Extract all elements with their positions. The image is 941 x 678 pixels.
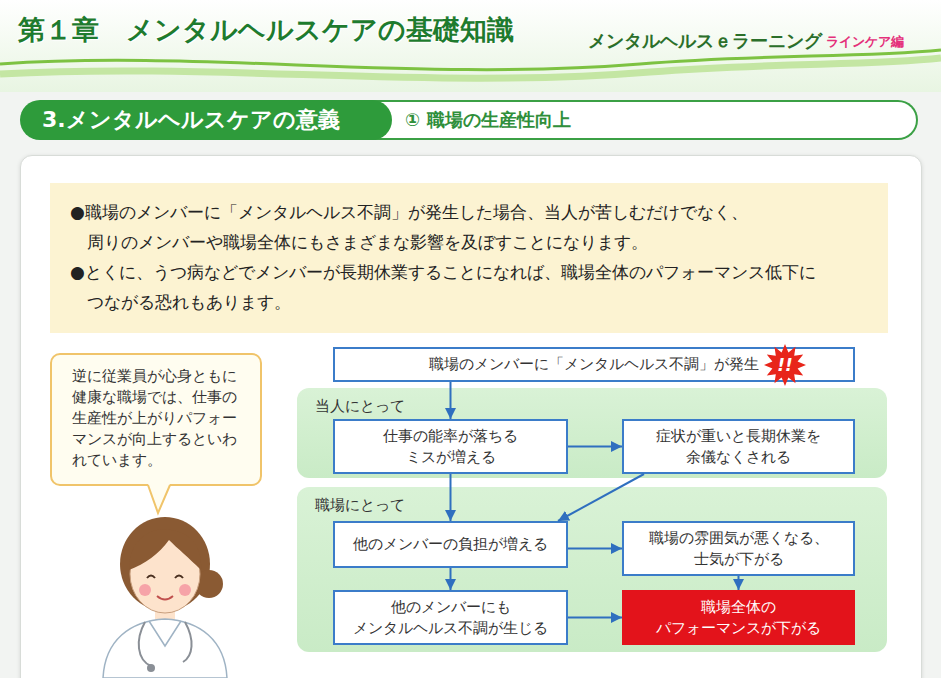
process-box: 他のメンバーの負担が増える [333,521,568,568]
flow-arrow [450,474,452,521]
result-box: 職場全体の パフォーマンスが下がる [622,590,855,645]
box-text: 仕事の能率が落ちる ミスが増える [345,426,556,467]
flow-arrow [568,446,622,448]
process-box: 仕事の能率が落ちる ミスが増える [333,419,568,474]
process-box: 他のメンバーにも メンタルヘルス不調が生じる [333,590,568,645]
flow-arrow [450,568,452,590]
section-subtitle-box: ① 職場の生産性向上 [370,100,918,140]
box-text: 職場全体の パフォーマンスが下がる [634,597,843,638]
section-title: 3.メンタルヘルスケアの意義 [42,105,340,135]
flow-arrow [568,548,622,550]
summary-note-box: ●職場のメンバーに「メンタルヘルス不調」が発生した場合、当人が苦しむだけでなく、… [50,183,888,333]
flow-arrow [738,576,740,590]
course-name: メンタルヘルスｅラーニング [588,29,822,53]
course-edition: ラインケア編 [826,33,904,51]
chapter-title: 第１章 メンタルヘルスケアの基礎知識 [18,12,514,48]
box-text: 職場の雰囲気が悪くなる、 士気が下がる [634,528,843,569]
bubble-text: 逆に従業員が心身ともに 健康な職場では、仕事の 生産性が上がりパフォー マンスが… [72,366,242,471]
bubble-tail [140,484,180,516]
process-box: 職場の雰囲気が悪くなる、 士気が下がる [622,521,855,576]
nurse-illustration [85,500,245,678]
speech-bubble: 逆に従業員が心身ともに 健康な職場では、仕事の 生産性が上がりパフォー マンスが… [50,353,262,486]
bullet-text: ●職場のメンバーに「メンタルヘルス不調」が発生した場合、当人が苦しむだけでなく、… [70,197,874,257]
section-subtitle: ① 職場の生産性向上 [405,108,571,132]
bullet-text: ●とくに、うつ病などでメンバーが長期休業することになれば、職場全体のパフォーマン… [70,257,874,317]
section-title-pill: 3.メンタルヘルスケアの意義 [20,100,392,140]
band-heading: 当人にとって [315,397,405,416]
flow-arrow [450,382,452,419]
group-band: 他のメンバーの負担が増える 職場の雰囲気が悪くなる、 士気が下がる他のメンバーにも… [297,487,887,652]
box-text: 他のメンバーにも メンタルヘルス不調が生じる [345,597,556,638]
band-heading: 職場にとって [315,496,405,515]
box-text: 他のメンバーの負担が増える [353,534,548,554]
box-text: 症状が重いと長期休業を 余儀なくされる [634,426,843,467]
flow-arrow [558,474,644,521]
group-band: 仕事の能率が落ちる ミスが増える 症状が重いと長期休業を 余儀なくされる 当人にとっ… [297,388,887,478]
process-box: 症状が重いと長期休業を 余儀なくされる [622,419,855,474]
box-text: 職場のメンバーに「メンタルヘルス不調」が発生 [429,354,759,374]
alert-mark: !! [765,354,805,376]
flow-arrow [568,617,622,619]
